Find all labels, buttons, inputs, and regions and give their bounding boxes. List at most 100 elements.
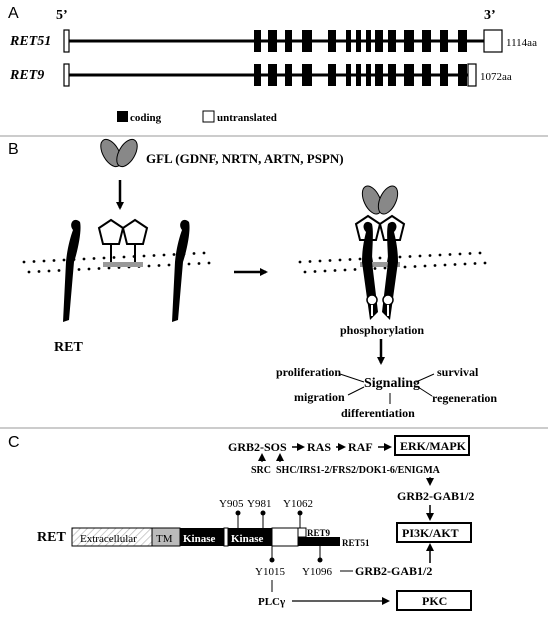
link-survival (415, 373, 435, 383)
membrane-dot (92, 257, 96, 260)
legend-coding-swatch (117, 111, 128, 122)
panel-b-label: B (8, 141, 19, 158)
ret51-exon (328, 30, 336, 52)
output-proliferation: proliferation (276, 365, 341, 379)
membrane-dot (172, 253, 176, 256)
gfra-coreceptor-icon (97, 218, 149, 267)
membrane-dot (107, 266, 111, 270)
domain-kinase-2 (228, 528, 272, 546)
ret51-exon (404, 30, 414, 52)
membrane-dot (167, 263, 171, 267)
membrane-dot (303, 270, 307, 274)
node-pi3k-akt: PI3K/AKT (402, 526, 459, 540)
membrane-dot (152, 254, 156, 257)
membrane-dot (463, 262, 467, 266)
membrane-dot (353, 268, 357, 271)
membrane-dot (458, 252, 462, 256)
membrane-dot (378, 256, 382, 260)
gfl-ligand-bound-icon (361, 185, 399, 215)
membrane-dot (398, 255, 402, 259)
ret9-5utr (63, 63, 70, 87)
node-plc-gamma: PLCγ (258, 596, 285, 608)
membrane-dot (112, 256, 116, 259)
legend-untranslated-label: untranslated (217, 112, 277, 124)
ret51-exon (268, 30, 277, 52)
phosphorylation-label: phosphorylation (340, 323, 424, 337)
membrane-dot (37, 270, 41, 273)
ret51-exons (254, 30, 467, 52)
membrane-dot (348, 258, 352, 261)
ret51-exon (302, 30, 312, 52)
box-pi3k-akt (396, 522, 472, 543)
node-erk-mapk: ERK/MAPK (400, 439, 467, 453)
ret9-exon (422, 64, 431, 86)
ret51-exon (254, 30, 261, 52)
ret51-exon (285, 30, 292, 52)
domain-kinase-1-label: Kinase (183, 533, 216, 545)
membrane-dot (478, 251, 482, 255)
membrane-dot (323, 269, 327, 273)
tyrosine-y981: Y981 (247, 498, 271, 510)
domain-kinase-1 (180, 528, 224, 546)
domain-extracellular-label: Extracellular (80, 533, 137, 545)
node-grb2-gab-lower: GRB2-GAB1/2 (355, 564, 432, 578)
link-proliferation (339, 373, 365, 383)
membrane-dot (408, 255, 412, 258)
membrane-dot (197, 262, 201, 265)
membrane-dot (438, 253, 442, 257)
ret9-exon (375, 64, 383, 86)
ret51-length: 1114aa (506, 37, 537, 49)
ret9-exon (328, 64, 336, 86)
ret-receptor-label: RET (54, 340, 83, 355)
lollipop-y1062-head (297, 510, 303, 516)
node-src: SRC (251, 465, 271, 476)
membrane-dot (328, 259, 332, 262)
ret9-exon (366, 64, 371, 86)
domain-kinase-2-label: Kinase (231, 533, 264, 545)
legend-coding-label: coding (130, 112, 162, 124)
ret9-exon (302, 64, 312, 86)
node-grb2-gab-upper: GRB2-GAB1/2 (397, 489, 474, 503)
ret51-exon (346, 30, 351, 52)
membrane-dot (383, 266, 387, 270)
ret51-exon (356, 30, 361, 52)
membrane-right (298, 251, 487, 274)
membrane-dot (483, 261, 487, 265)
membrane-dot (428, 254, 432, 257)
membrane-dot (343, 268, 347, 272)
ret9-exon (346, 64, 351, 86)
membrane-dot (308, 260, 312, 263)
ret51-exon (388, 30, 396, 52)
membrane-dot (22, 260, 26, 264)
link-regeneration (417, 386, 433, 397)
membrane-dot (413, 265, 417, 268)
box-erk-mapk (394, 435, 470, 456)
output-differentiation: differentiation (341, 406, 415, 420)
membrane-dot (97, 267, 101, 270)
domain-ret51-tail (298, 537, 340, 546)
ret-receptor-right-icon (172, 219, 190, 322)
membrane-dot (433, 264, 437, 267)
link-migration (347, 386, 365, 396)
domain-ret51-label: RET51 (342, 538, 370, 548)
membrane-dot (207, 261, 211, 265)
membrane-dot (187, 262, 191, 266)
membrane-dot (32, 260, 36, 263)
membrane-dot (82, 257, 86, 261)
box-pkc (396, 590, 472, 611)
membrane-dot (443, 263, 447, 267)
ret51-exon (366, 30, 371, 52)
ret9-exon (404, 64, 414, 86)
membrane-dot (42, 259, 46, 263)
membrane-dot (147, 264, 151, 268)
ret51-exon (458, 30, 467, 52)
panel-c: C GRB2-SOS RAS RAF ERK/MAPK SRC SHC/IRS1… (8, 434, 474, 611)
lollipop-y1015-head (269, 557, 275, 563)
membrane-dot (192, 252, 196, 255)
membrane-dot (52, 259, 56, 262)
domain-ret9-tail (297, 527, 307, 538)
membrane-dot (202, 251, 206, 255)
ret51-exon (375, 30, 383, 52)
membrane-dot (57, 269, 61, 272)
